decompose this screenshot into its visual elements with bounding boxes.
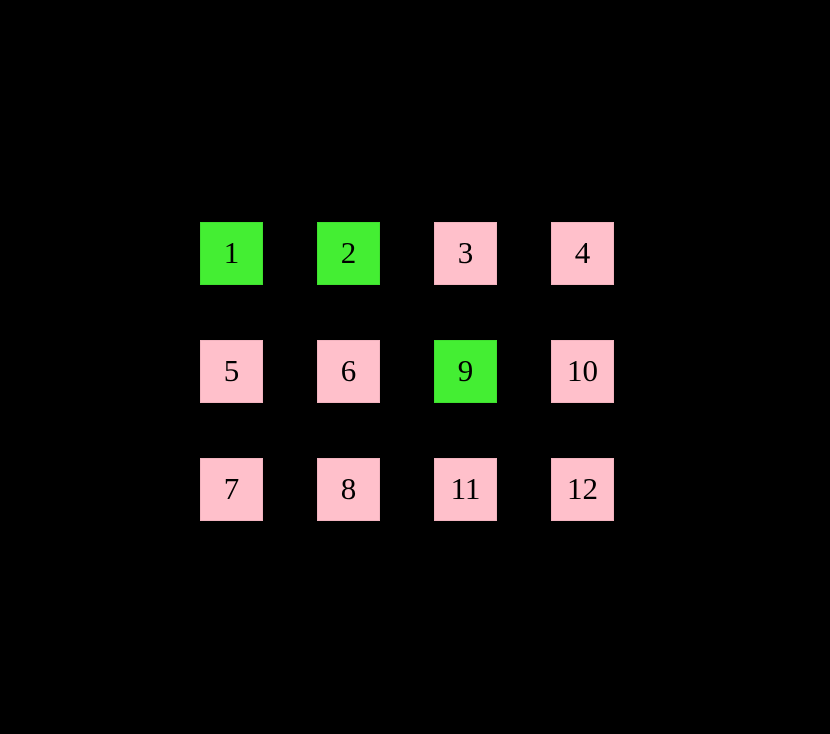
grid-cell[interactable]: 12: [551, 458, 614, 521]
grid-cell-label: 10: [567, 353, 598, 388]
grid-cell[interactable]: 7: [200, 458, 263, 521]
grid-cell[interactable]: 3: [434, 222, 497, 285]
grid-cell[interactable]: 10: [551, 340, 614, 403]
grid-cell[interactable]: 6: [317, 340, 380, 403]
grid-cell-label: 9: [457, 353, 474, 388]
grid-cell[interactable]: 1: [200, 222, 263, 285]
grid-cell-label: 3: [457, 235, 474, 270]
grid-cell-label: 7: [223, 471, 240, 506]
grid-cell-label: 8: [340, 471, 357, 506]
grid-cell-label: 11: [450, 471, 481, 506]
grid-cell[interactable]: 11: [434, 458, 497, 521]
grid-cell-label: 5: [223, 353, 240, 388]
grid-cell-label: 4: [574, 235, 591, 270]
grid-cell[interactable]: 8: [317, 458, 380, 521]
grid-cell[interactable]: 4: [551, 222, 614, 285]
grid-cell-label: 12: [567, 471, 598, 506]
grid-cell-label: 1: [223, 235, 240, 270]
grid-cell-label: 6: [340, 353, 357, 388]
grid-cell[interactable]: 2: [317, 222, 380, 285]
grid-cell-label: 2: [340, 235, 357, 270]
grid-cell[interactable]: 9: [434, 340, 497, 403]
grid-cell[interactable]: 5: [200, 340, 263, 403]
